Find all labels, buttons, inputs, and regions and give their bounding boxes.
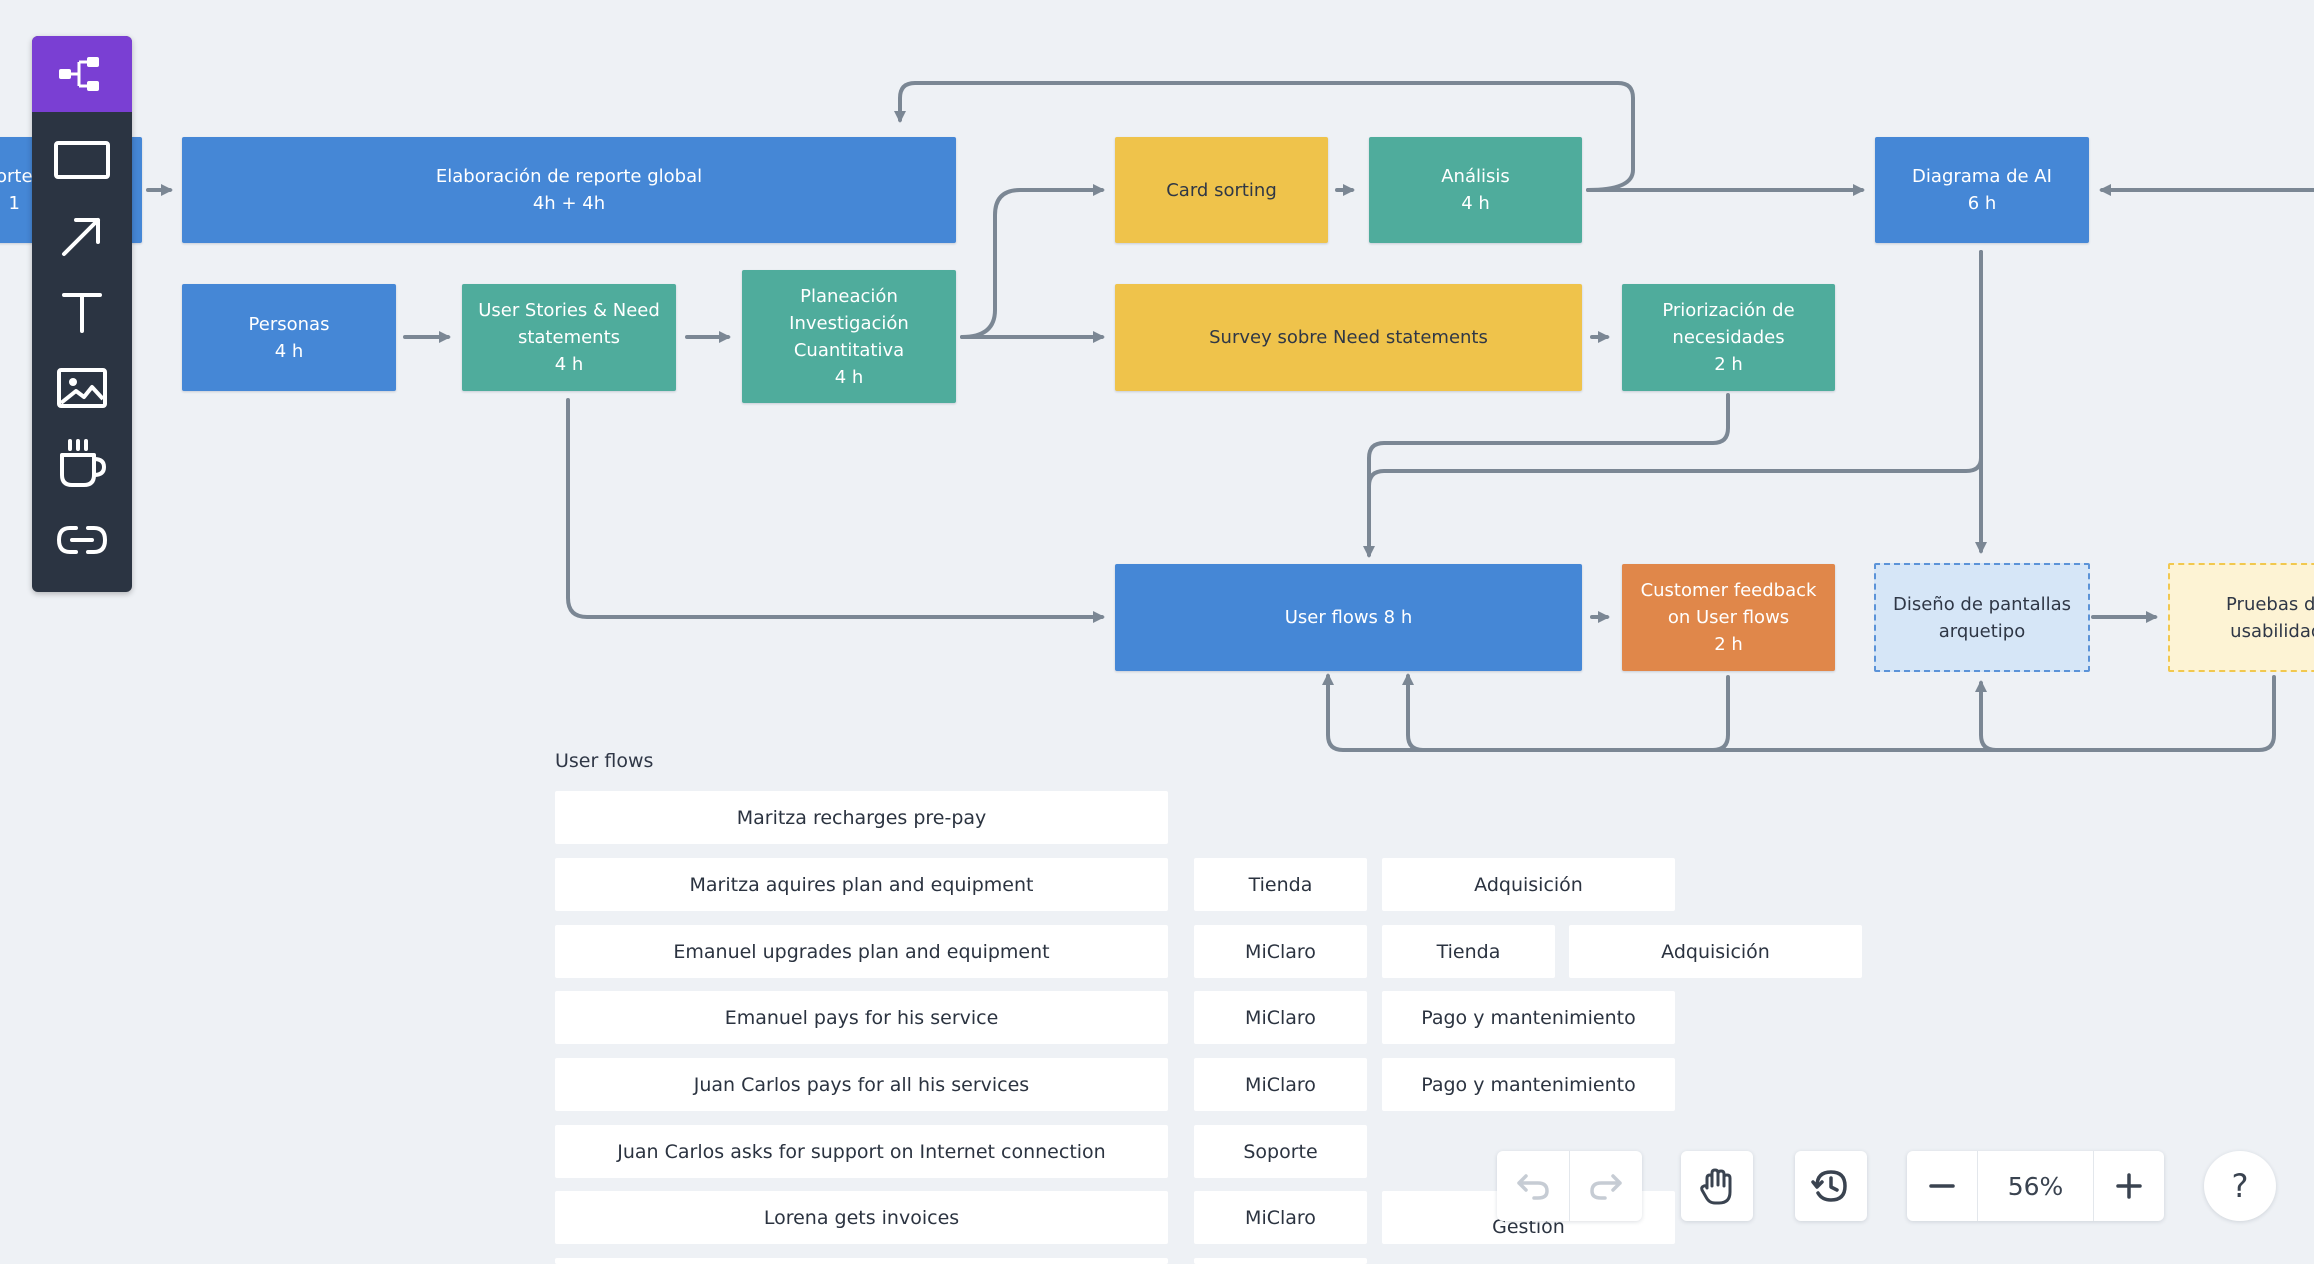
flow-cell[interactable]: Maritza aquires plan and equipment	[555, 858, 1168, 911]
connector	[566, 398, 1105, 623]
help-icon: ?	[2231, 1167, 2249, 1205]
undo-icon	[1517, 1174, 1549, 1200]
connector	[1363, 393, 1730, 558]
flow-cell[interactable]: Lorena gets invoices	[555, 1191, 1168, 1244]
rectangle-icon	[54, 141, 110, 179]
node-planeacion[interactable]: Planeación Investigación Cuantitativa 4 …	[742, 270, 956, 403]
flow-cell[interactable]: Juan Carlos asks for support on Internet…	[555, 1125, 1168, 1178]
tag-cell[interactable]: MiClaro	[1194, 1191, 1367, 1244]
flow-cell[interactable]: Juan Carlos pays for all his services	[555, 1058, 1168, 1111]
connector	[1402, 673, 1730, 752]
tag-cell[interactable]: MiClaro	[1194, 991, 1367, 1044]
node-priorizacion[interactable]: Priorización de necesidades 2 h	[1622, 284, 1835, 391]
pan-tool-button[interactable]	[1681, 1151, 1753, 1221]
flow-cell[interactable]: Emanuel pays for his service	[555, 991, 1168, 1044]
cup-icon	[60, 439, 106, 487]
redo-button[interactable]	[1570, 1151, 1642, 1221]
tag-cell[interactable]: Soporte	[1194, 1125, 1367, 1178]
zoom-in-button[interactable]	[2092, 1151, 2164, 1221]
node-pruebas[interactable]: Pruebas de usabilidad	[2168, 563, 2314, 672]
history-button[interactable]	[1795, 1151, 1867, 1221]
history-icon	[1811, 1170, 1847, 1202]
flow-cell-partial[interactable]	[555, 1258, 1168, 1264]
node-diseno-pantallas[interactable]: Diseño de pantallas arquetipo	[1874, 563, 2090, 672]
redo-icon	[1590, 1174, 1622, 1200]
zoom-group: 56%	[1907, 1151, 2164, 1221]
undo-redo-group	[1497, 1151, 1642, 1221]
tag-cell[interactable]: Adquisición	[1382, 858, 1675, 911]
zoom-out-button[interactable]	[1907, 1151, 1978, 1221]
node-survey[interactable]: Survey sobre Need statements	[1115, 284, 1582, 391]
tool-text[interactable]	[32, 274, 132, 350]
tool-link[interactable]	[32, 502, 132, 578]
mindmap-icon	[59, 57, 99, 91]
node-customer-feedback[interactable]: Customer feedback on User flows 2 h	[1622, 564, 1835, 671]
node-personas[interactable]: Personas 4 h	[182, 284, 396, 391]
tool-image[interactable]	[32, 350, 132, 426]
connector	[1322, 673, 1425, 752]
connector	[960, 184, 1105, 339]
connector	[1975, 675, 2276, 752]
link-icon	[56, 526, 108, 554]
tool-cup[interactable]	[32, 426, 132, 502]
tool-arrow[interactable]	[32, 198, 132, 274]
zoom-level[interactable]: 56%	[2007, 1171, 2064, 1201]
tag-cell[interactable]: MiClaro	[1194, 925, 1367, 978]
tag-cell-partial[interactable]	[1194, 1258, 1367, 1264]
flow-cell[interactable]: Maritza recharges pre-pay	[555, 791, 1168, 844]
node-user-flows[interactable]: User flows 8 h	[1115, 564, 1582, 671]
tag-cell[interactable]: Tienda	[1382, 925, 1555, 978]
node-analisis[interactable]: Análisis 4 h	[1369, 137, 1582, 243]
hand-icon	[1700, 1168, 1732, 1205]
tag-cell[interactable]: Pago y mantenimiento	[1382, 1058, 1675, 1111]
node-elaboracion-reporte[interactable]: Elaboración de reporte global 4h + 4h	[182, 137, 956, 243]
tool-rectangle[interactable]	[32, 122, 132, 198]
node-diagrama-ai[interactable]: Diagrama de AI 6 h	[1875, 137, 2089, 243]
arrow-icon	[62, 218, 100, 256]
user-flows-table-title: User flows	[555, 750, 654, 772]
flow-cell[interactable]: Emanuel upgrades plan and equipment	[555, 925, 1168, 978]
tool-mindmap[interactable]	[32, 36, 132, 112]
zoom-out-icon	[1929, 1184, 1955, 1188]
tool-palette	[32, 36, 132, 592]
image-icon	[57, 368, 107, 408]
node-user-stories[interactable]: User Stories & Need statements 4 h	[462, 284, 676, 391]
tag-cell[interactable]: Pago y mantenimiento	[1382, 991, 1675, 1044]
tag-cell[interactable]: Adquisición	[1569, 925, 1862, 978]
node-card-sorting[interactable]: Card sorting	[1115, 137, 1328, 243]
tag-cell[interactable]: Tienda	[1194, 858, 1367, 911]
text-icon	[62, 293, 102, 333]
zoom-in-icon	[2116, 1173, 2142, 1199]
help-button[interactable]: ?	[2204, 1151, 2276, 1221]
tag-cell[interactable]: MiClaro	[1194, 1058, 1367, 1111]
undo-button[interactable]	[1497, 1151, 1570, 1221]
